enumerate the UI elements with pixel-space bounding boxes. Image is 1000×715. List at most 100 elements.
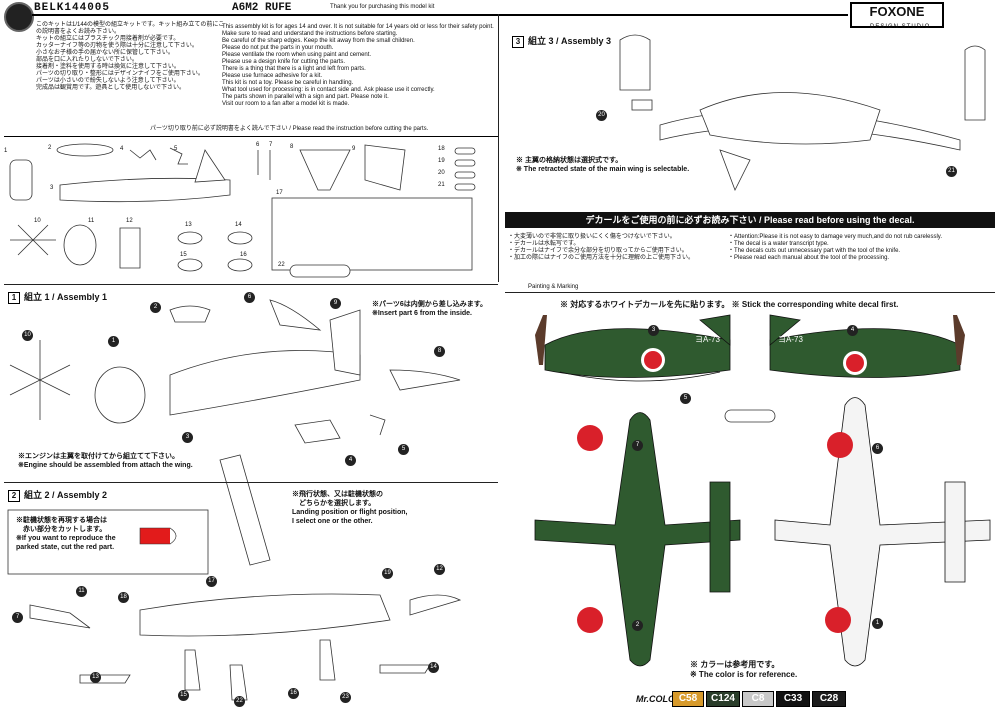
asm1-canopy xyxy=(169,305,211,323)
swatch-c33: C33 xyxy=(776,691,810,707)
callout-18: 18 xyxy=(118,592,129,603)
asm3-wingtip-left xyxy=(619,34,651,91)
part-label-6: 6 xyxy=(256,142,260,148)
asm1-tail-fin xyxy=(329,309,361,376)
part-label-9: 9 xyxy=(352,146,356,152)
part-label-18: 18 xyxy=(438,146,445,152)
part-label-3: 3 xyxy=(50,185,54,191)
part-label-15: 15 xyxy=(180,252,187,258)
callout-7: 7 xyxy=(12,612,23,623)
part-8-shape xyxy=(299,149,351,191)
part-label-22: 22 xyxy=(278,262,285,268)
vertical-divider xyxy=(498,14,499,282)
part-label-11: 11 xyxy=(88,218,95,224)
swatch-c28: C28 xyxy=(812,691,846,707)
callout-20: 20 xyxy=(596,110,607,121)
intro-rule xyxy=(4,136,498,137)
part-11-shape xyxy=(63,224,97,266)
parked-box xyxy=(7,509,209,575)
part-13-shape xyxy=(177,231,203,245)
decal-callout-3: 3 xyxy=(648,325,659,336)
part-label-16: 16 xyxy=(240,252,247,258)
profile-top xyxy=(534,412,741,667)
callout-4: 4 xyxy=(345,455,356,466)
asm1-propeller xyxy=(9,340,71,420)
callout-9: 9 xyxy=(330,298,341,309)
part-4-shape xyxy=(129,149,157,161)
callout-17: 17 xyxy=(206,576,217,587)
part-label-2: 2 xyxy=(48,145,52,151)
intro-en: This assembly kit is for ages 14 and ove… xyxy=(222,24,494,107)
decal-callout-4: 4 xyxy=(847,325,858,336)
swatch-c58: C58 xyxy=(672,691,704,707)
tail-code-left: ヨA-73 xyxy=(695,335,720,344)
part-18-shape xyxy=(454,147,476,155)
swatch-c8: C8 xyxy=(742,691,774,707)
divider-asm1 xyxy=(4,284,498,285)
part-20-shape xyxy=(454,171,476,179)
part-label-8: 8 xyxy=(290,144,294,150)
asm1-fuselage xyxy=(169,350,361,416)
divider-asm2 xyxy=(4,482,498,483)
callout-8: 8 xyxy=(434,346,445,357)
tail-code-right: ヨA-73 xyxy=(778,335,803,344)
part-3-fuselage xyxy=(59,177,231,203)
callout-14: 14 xyxy=(428,662,439,673)
callout-5: 5 xyxy=(398,444,409,455)
callout-2: 2 xyxy=(150,302,161,313)
decal-callout-2: 2 xyxy=(632,620,643,631)
asm1-part4 xyxy=(294,419,341,444)
part-3-tail xyxy=(194,149,226,183)
logo-icon xyxy=(4,2,34,32)
callout-15: 15 xyxy=(178,690,189,701)
part-label-4: 4 xyxy=(120,146,124,152)
part-label-10: 10 xyxy=(34,218,41,224)
callout-12: 12 xyxy=(434,564,445,575)
part-14-shape xyxy=(227,231,253,245)
mr-color-label: Mr.COLOR xyxy=(636,694,682,704)
part-2-shape xyxy=(56,143,114,157)
brand-sub: DESIGN STUDIO xyxy=(870,24,931,30)
asm1-wing-part xyxy=(389,369,461,391)
asm3-float xyxy=(719,149,751,191)
callout-6: 6 xyxy=(244,292,255,303)
asm2-gear-3 xyxy=(319,639,336,681)
callout-10: 10 xyxy=(22,330,33,341)
assembly1-note: ※パーツ6は内側から差し込みます。※Insert part 6 from the… xyxy=(372,301,488,317)
part-label-1: 1 xyxy=(4,148,8,154)
callout-22: 22 xyxy=(234,696,245,707)
part-16-shape xyxy=(227,258,253,272)
parked-white-part xyxy=(169,527,177,545)
decal-callout-7: 7 xyxy=(632,440,643,451)
callout-16: 16 xyxy=(288,688,299,699)
kit-subtitle: Thank you for purchasing this model kit xyxy=(330,4,435,10)
part-label-7: 7 xyxy=(269,142,273,148)
callout-1: 1 xyxy=(108,336,119,347)
callout-21: 21 xyxy=(946,166,957,177)
part-label-20: 20 xyxy=(438,170,445,176)
assembly1-engine-note: ※エンジンは主翼を取付けてから組立てて下さい。※Engine should be… xyxy=(18,453,193,469)
part-19-shape xyxy=(454,159,476,167)
decal-callout-5: 5 xyxy=(680,393,691,404)
part-22-float xyxy=(289,264,351,278)
decal-float xyxy=(724,409,776,423)
decal-callout-1: 1 xyxy=(872,618,883,629)
asm2-strut-right xyxy=(379,664,431,674)
painting-rule xyxy=(505,292,995,293)
asm2-gear-2 xyxy=(229,664,248,701)
parts-sprue xyxy=(9,143,476,278)
asm1-stabilizer xyxy=(269,299,322,331)
part-label-12: 12 xyxy=(126,218,133,224)
profile-bottom xyxy=(774,397,991,667)
decal-callout-6: 6 xyxy=(872,443,883,454)
brand-logo: FOXONE xyxy=(850,2,944,28)
assembly1-diagram xyxy=(9,299,461,444)
color-ref-note: ※ カラーは参考用です。※ The color is for reference… xyxy=(690,660,798,679)
part-label-13: 13 xyxy=(185,222,192,228)
asm2-fuselage-upright xyxy=(219,454,271,566)
part-1-shape xyxy=(9,159,33,201)
part-15-shape xyxy=(177,258,203,272)
callout-19: 19 xyxy=(382,568,393,579)
part-5-shape xyxy=(169,147,188,165)
